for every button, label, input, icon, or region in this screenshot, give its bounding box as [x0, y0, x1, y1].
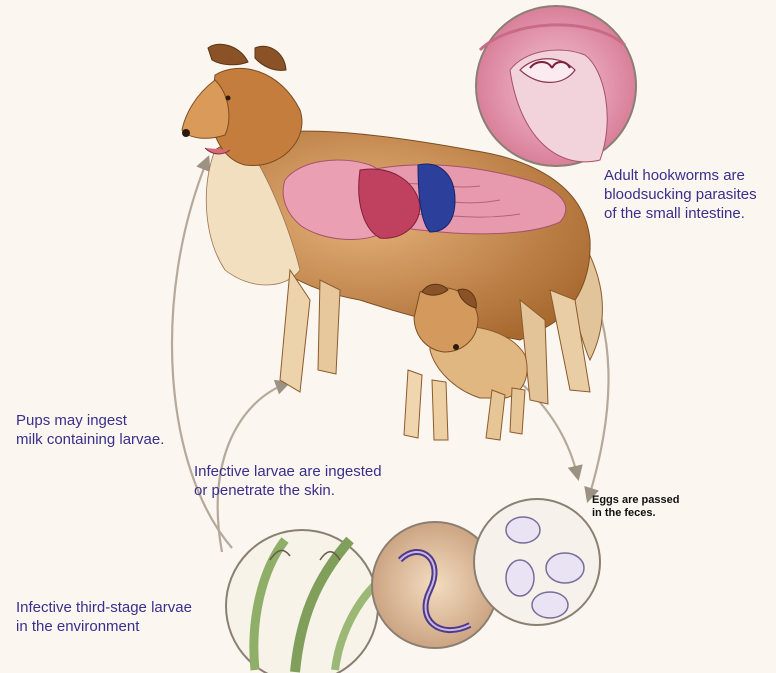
label-line: of the small intestine.: [604, 204, 757, 223]
inset-grass-larvae: [226, 530, 378, 673]
label-line: Infective third-stage larvae: [16, 598, 192, 617]
label-adult-hookworms: Adult hookworms are bloodsucking parasit…: [604, 166, 757, 223]
label-line: Eggs are passed: [592, 494, 679, 507]
label-line: in the environment: [16, 617, 192, 636]
label-line: milk containing larvae.: [16, 430, 164, 449]
label-pups-ingest: Pups may ingest milk containing larvae.: [16, 411, 164, 449]
label-infective-ingested: Infective larvae are ingested or penetra…: [194, 462, 382, 500]
label-line: in the feces.: [592, 507, 679, 520]
label-environment: Infective third-stage larvae in the envi…: [16, 598, 192, 636]
label-line: Pups may ingest: [16, 411, 164, 430]
inset-eggs: [474, 499, 600, 625]
label-line: Infective larvae are ingested: [194, 462, 382, 481]
label-line: or penetrate the skin.: [194, 481, 382, 500]
label-line: bloodsucking parasites: [604, 185, 757, 204]
inset-intestine-hookworms: [476, 6, 636, 166]
label-eggs: Eggs are passed in the feces.: [592, 494, 679, 520]
label-line: Adult hookworms are: [604, 166, 757, 185]
